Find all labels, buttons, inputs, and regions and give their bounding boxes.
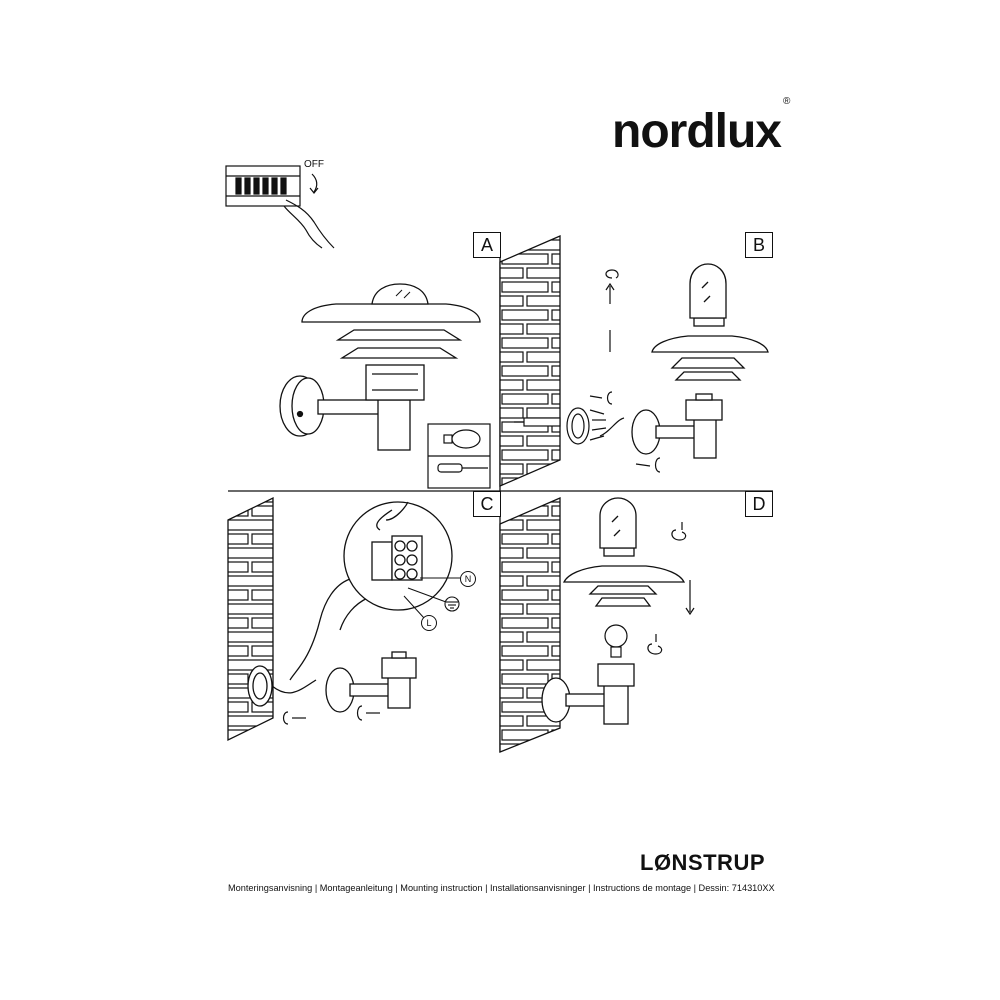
screws-b	[589, 409, 625, 441]
arrows-d	[647, 522, 695, 655]
ground-symbol	[444, 596, 460, 612]
wiring-detail-c	[289, 501, 460, 681]
lamp-parts-c	[247, 651, 417, 713]
lamp-base-d	[541, 663, 635, 725]
brand-logo: nordlux®	[612, 97, 790, 158]
panel-label-c: C	[473, 491, 501, 517]
fuse-box-icon	[225, 165, 335, 249]
glass-globe-b	[689, 263, 727, 327]
neutral-wire-label: N	[460, 571, 476, 587]
screwdriver-icon	[437, 463, 488, 473]
arrows-b	[589, 269, 661, 473]
brand-name: nordlux	[612, 105, 782, 158]
mounting-plate-b	[514, 407, 590, 445]
panel-label-b: B	[745, 232, 773, 258]
glass-globe-d	[599, 497, 637, 557]
live-wire-label: L	[421, 615, 437, 631]
arrows-c	[282, 705, 380, 725]
shade-d	[562, 565, 686, 607]
footer-text: Monteringsanvisning | Montageanleitung |…	[228, 883, 775, 893]
panel-label-d: D	[745, 491, 773, 517]
product-name: LØNSTRUP	[640, 850, 765, 875]
bulb-d	[604, 624, 628, 658]
panel-label-a: A	[473, 232, 501, 258]
off-label: OFF	[304, 159, 324, 170]
lamp-assembled-a	[279, 283, 481, 451]
registered-mark: ®	[783, 96, 790, 107]
wall-panel-b	[499, 235, 561, 487]
bulb-icon	[443, 429, 481, 449]
lamp-base-b	[631, 393, 723, 459]
shade-b	[651, 335, 769, 381]
